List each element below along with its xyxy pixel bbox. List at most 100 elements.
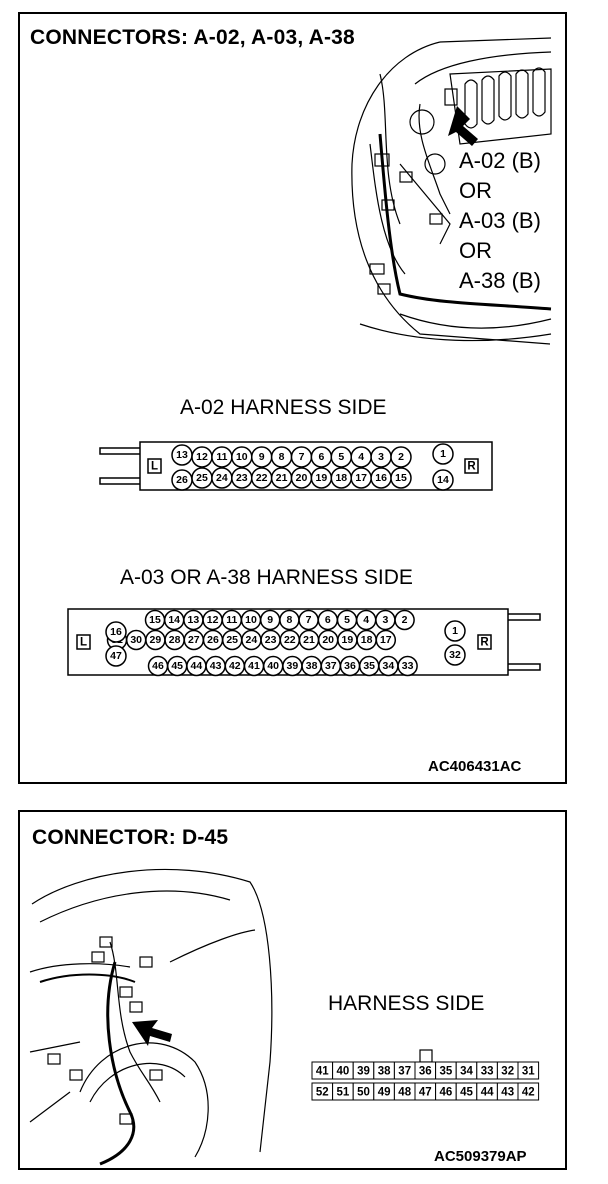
- a03-pin: 18: [361, 634, 373, 646]
- a02-pin: 7: [299, 451, 305, 463]
- d45-pin: 46: [440, 1087, 453, 1099]
- a02-pin: 6: [318, 451, 324, 463]
- a02-pin: 25: [196, 472, 208, 484]
- a03-pin: 38: [306, 660, 318, 672]
- pointer-arrow-icon: [132, 1020, 172, 1046]
- a02-pin: 18: [335, 472, 347, 484]
- callout-a03: A-03 (B): [459, 208, 541, 233]
- callout-a02: A-02 (B): [459, 148, 541, 173]
- connector-panel-a02-a03-a38: CONNECTORS: A-02, A-03, A-38: [18, 12, 567, 784]
- a03-pin: 22: [284, 634, 296, 646]
- d45-pin: 40: [337, 1066, 350, 1078]
- callout-or-2: OR: [459, 238, 492, 263]
- a03-pin: 25: [226, 634, 238, 646]
- a02-pin: 9: [259, 451, 265, 463]
- a03-harness-label: A-03 OR A-38 HARNESS SIDE: [120, 566, 413, 589]
- d45-pin: 51: [337, 1087, 350, 1099]
- d45-pin: 32: [501, 1066, 514, 1078]
- d45-pin: 52: [316, 1087, 329, 1099]
- a03-pin-circle: [105, 621, 127, 643]
- a02-pin: 22: [256, 472, 268, 484]
- d45-pin: 47: [419, 1087, 432, 1099]
- vehicle-rear-illustration: [29, 868, 273, 1166]
- a03-pin: 6: [325, 614, 331, 626]
- a03-pin: 43: [210, 660, 222, 672]
- d45-pin: 38: [378, 1066, 391, 1078]
- d45-pin: 37: [398, 1066, 411, 1078]
- a02-pin-circle: [432, 443, 454, 465]
- a03-pin: 8: [286, 614, 292, 626]
- a02-pin: 20: [296, 472, 308, 484]
- a02-pin: 23: [236, 472, 248, 484]
- a03-pin: 5: [344, 614, 350, 626]
- a03-pin: 39: [287, 660, 299, 672]
- a02-pin: 1: [440, 448, 446, 460]
- a03-pin: 24: [246, 634, 258, 646]
- a03-pin: 21: [303, 634, 315, 646]
- a03-pin: 7: [306, 614, 312, 626]
- a03-pin: 10: [245, 614, 257, 626]
- a03-pin: 33: [402, 660, 414, 672]
- a03-pin: 27: [188, 634, 200, 646]
- a03-pin-circle: [105, 645, 127, 667]
- d45-cell: [517, 1082, 540, 1101]
- a03-pin: 30: [130, 634, 142, 646]
- a02-pin-circle: [432, 469, 454, 491]
- a03-right-marker: R: [480, 637, 489, 649]
- panel-title: CONNECTORS: A-02, A-03, A-38: [30, 26, 355, 49]
- a03-pin: 29: [150, 634, 162, 646]
- a02-pin: 10: [236, 451, 248, 463]
- a03-pin: 40: [267, 660, 279, 672]
- a02-pin: 12: [196, 451, 208, 463]
- a03-pin: 12: [207, 614, 219, 626]
- a03-pin-circle: [375, 629, 397, 651]
- a03-connector: L R 151413121110987654323130292827262524…: [67, 608, 541, 677]
- d45-cell: [517, 1061, 540, 1080]
- d45-pin: 34: [460, 1066, 473, 1078]
- a03-pin: 36: [344, 660, 356, 672]
- a03-pin: 20: [322, 634, 334, 646]
- d45-pin: 50: [357, 1087, 370, 1099]
- d45-pin: 33: [481, 1066, 494, 1078]
- a03-pin: 14: [168, 614, 180, 626]
- pointer-arrow-icon: [448, 106, 478, 146]
- a03-pin: 46: [152, 660, 164, 672]
- a02-pin: 26: [176, 474, 188, 486]
- a02-pin-circle: [390, 467, 412, 489]
- a02-left-marker: L: [151, 461, 158, 473]
- a03-pin: 26: [207, 634, 219, 646]
- a03-pin-circle: [444, 644, 466, 666]
- figure-code: AC509379AP: [434, 1148, 527, 1165]
- a03-pin: 16: [110, 626, 122, 638]
- a02-pin: 13: [176, 449, 188, 461]
- a03-pin: 19: [342, 634, 354, 646]
- d45-pin: 42: [522, 1087, 535, 1099]
- a03-pin: 9: [267, 614, 273, 626]
- a02-pin: 16: [375, 472, 387, 484]
- a02-pin-circle: [390, 446, 412, 468]
- a03-pin: 23: [265, 634, 277, 646]
- a03-pin: 47: [110, 650, 122, 662]
- a03-pin: 3: [382, 614, 388, 626]
- a02-pin: 14: [437, 474, 449, 486]
- d45-pin: 48: [398, 1087, 411, 1099]
- d45-pin: 49: [378, 1087, 391, 1099]
- d45-pin: 35: [440, 1066, 453, 1078]
- a03-pin: 15: [149, 614, 161, 626]
- a03-pin: 42: [229, 660, 241, 672]
- a03-pin-circle: [444, 620, 466, 642]
- a02-right-marker: R: [467, 461, 476, 473]
- a02-pin: 5: [338, 451, 344, 463]
- a03-pin: 37: [325, 660, 337, 672]
- a03-pin: 45: [171, 660, 183, 672]
- a02-pin: 8: [279, 451, 285, 463]
- a03-pin: 13: [188, 614, 200, 626]
- a03-pin-circle: [397, 655, 418, 677]
- a03-pin: 34: [383, 660, 395, 672]
- a02-pin: 4: [358, 451, 364, 463]
- a03-pin: 11: [226, 614, 237, 626]
- d45-pin: 31: [522, 1066, 535, 1078]
- a03-pin: 17: [380, 634, 392, 646]
- engine-bay-illustration: [351, 37, 552, 345]
